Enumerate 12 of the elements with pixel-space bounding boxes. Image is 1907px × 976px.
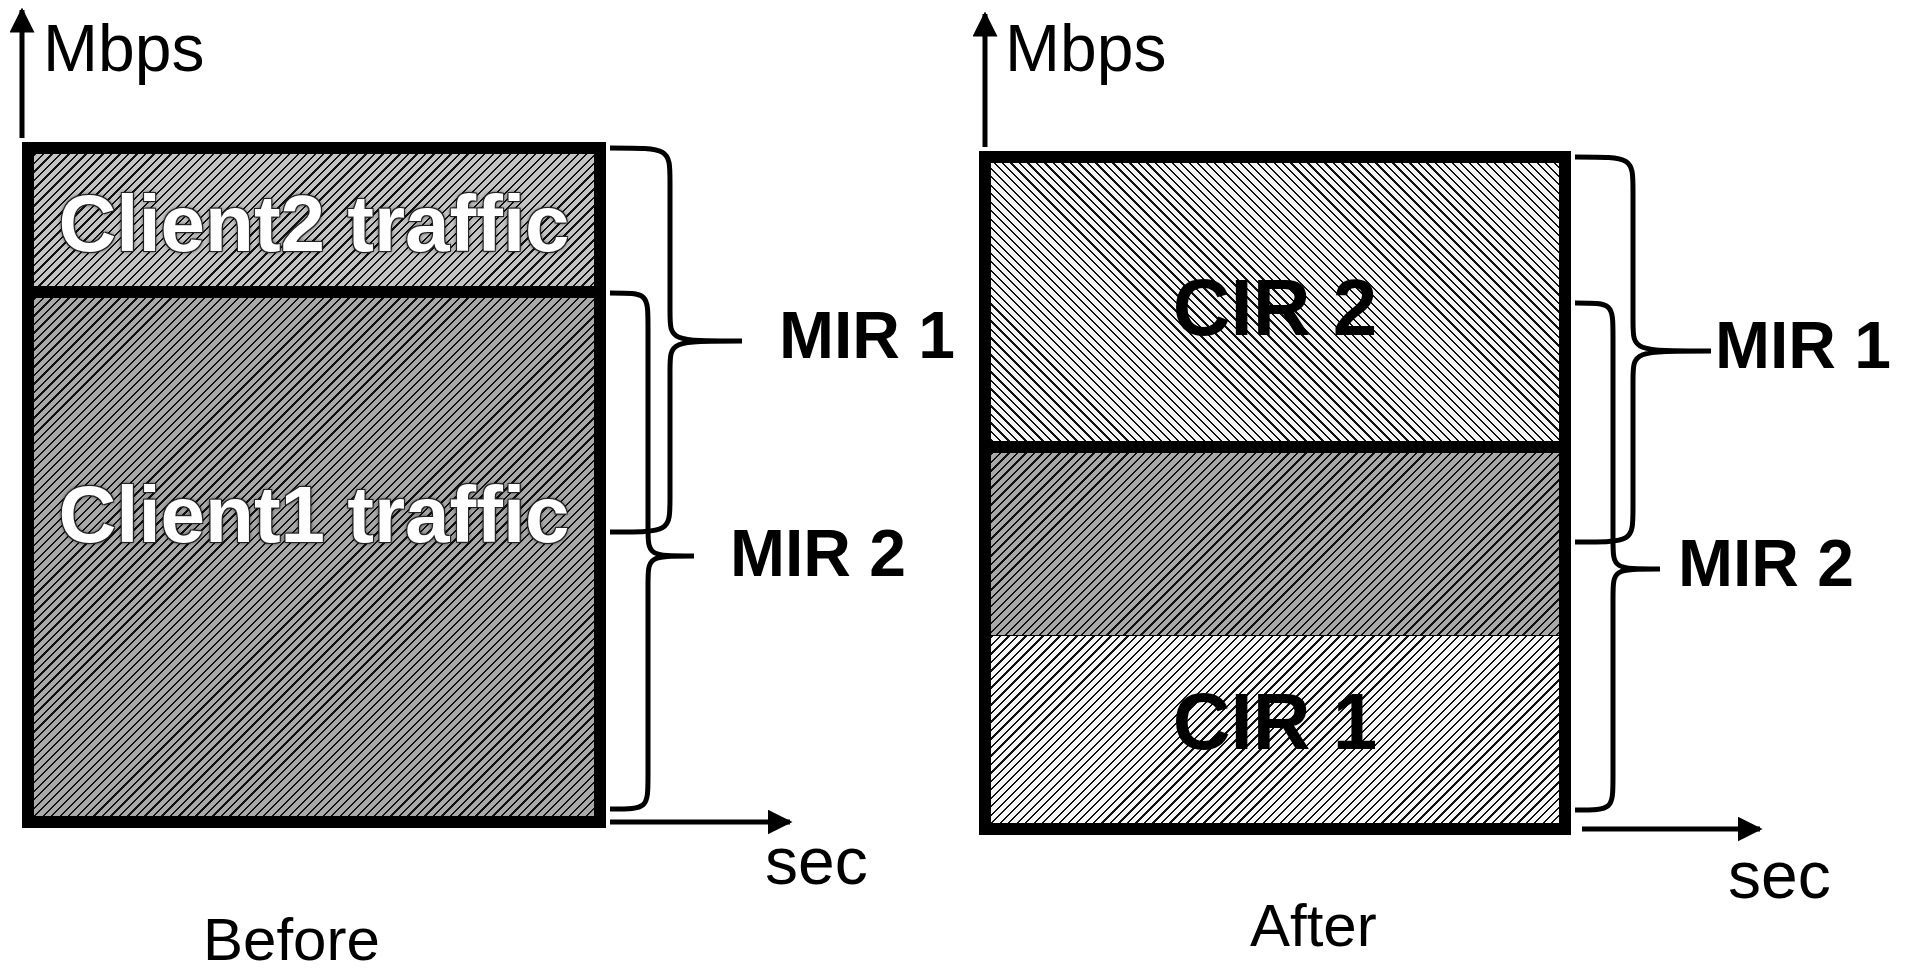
rate-label: MIR 2 [730, 520, 907, 586]
rate-band [979, 151, 1571, 447]
rate-label: MIR 2 [1678, 530, 1855, 596]
panel-caption: After [1250, 896, 1377, 956]
rate-band [979, 635, 1571, 835]
axis-label: sec [1728, 842, 1831, 908]
rate-label: MIR 1 [1715, 312, 1892, 378]
panel-caption: Before [203, 910, 380, 970]
rate-band [979, 447, 1571, 635]
rate-label: MIR 1 [779, 302, 956, 368]
traffic-band [22, 292, 606, 828]
axis-label: sec [765, 828, 868, 894]
